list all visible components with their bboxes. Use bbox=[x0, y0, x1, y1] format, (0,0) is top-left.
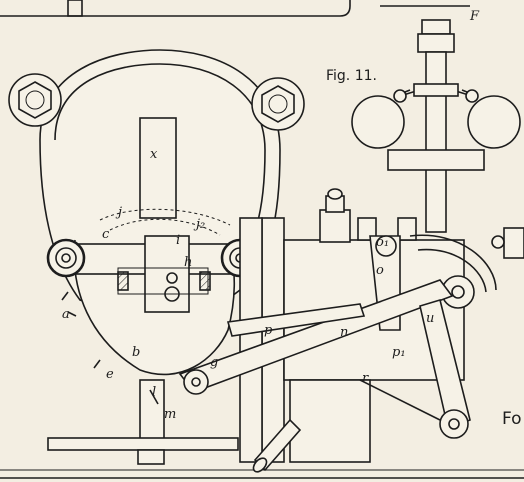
pedestal-m bbox=[47, 379, 239, 465]
edge-text: Fo bbox=[502, 409, 522, 429]
figure-caption: Fig. 11. bbox=[326, 68, 377, 84]
label-o: o bbox=[376, 263, 384, 278]
label-n: n bbox=[340, 325, 348, 340]
governor-column bbox=[387, 19, 485, 233]
label-g: g bbox=[210, 355, 218, 370]
shaft-x bbox=[139, 117, 177, 219]
label-a: a bbox=[62, 307, 70, 322]
label-j2: j₂ bbox=[193, 217, 205, 232]
label-p: p bbox=[264, 323, 273, 338]
bolt-assembly bbox=[319, 188, 417, 243]
gear-wheel-left bbox=[46, 238, 86, 278]
label-o1: o₁ bbox=[376, 235, 389, 250]
label-u: u bbox=[426, 311, 434, 326]
label-p1: p₁ bbox=[392, 345, 406, 360]
bolt-lug-right bbox=[251, 77, 305, 131]
label-c: c bbox=[102, 227, 110, 242]
pin-l bbox=[149, 389, 159, 405]
label-i: i bbox=[176, 233, 180, 248]
bolt-lug-left bbox=[8, 73, 62, 127]
label-j: j bbox=[115, 205, 122, 220]
label-F: F bbox=[469, 9, 480, 24]
label-h: h bbox=[184, 255, 192, 270]
label-b: b bbox=[132, 345, 140, 360]
edge-gear bbox=[491, 227, 524, 259]
governor-flyballs bbox=[351, 83, 521, 149]
label-x: x bbox=[150, 147, 158, 162]
crossbar-h bbox=[65, 235, 243, 313]
label-m: m bbox=[164, 407, 176, 422]
label-l: l bbox=[152, 385, 156, 400]
pipe bbox=[252, 418, 302, 473]
connecting-rods bbox=[178, 279, 471, 439]
label-e: e bbox=[106, 367, 114, 382]
label-r: r bbox=[362, 371, 369, 386]
